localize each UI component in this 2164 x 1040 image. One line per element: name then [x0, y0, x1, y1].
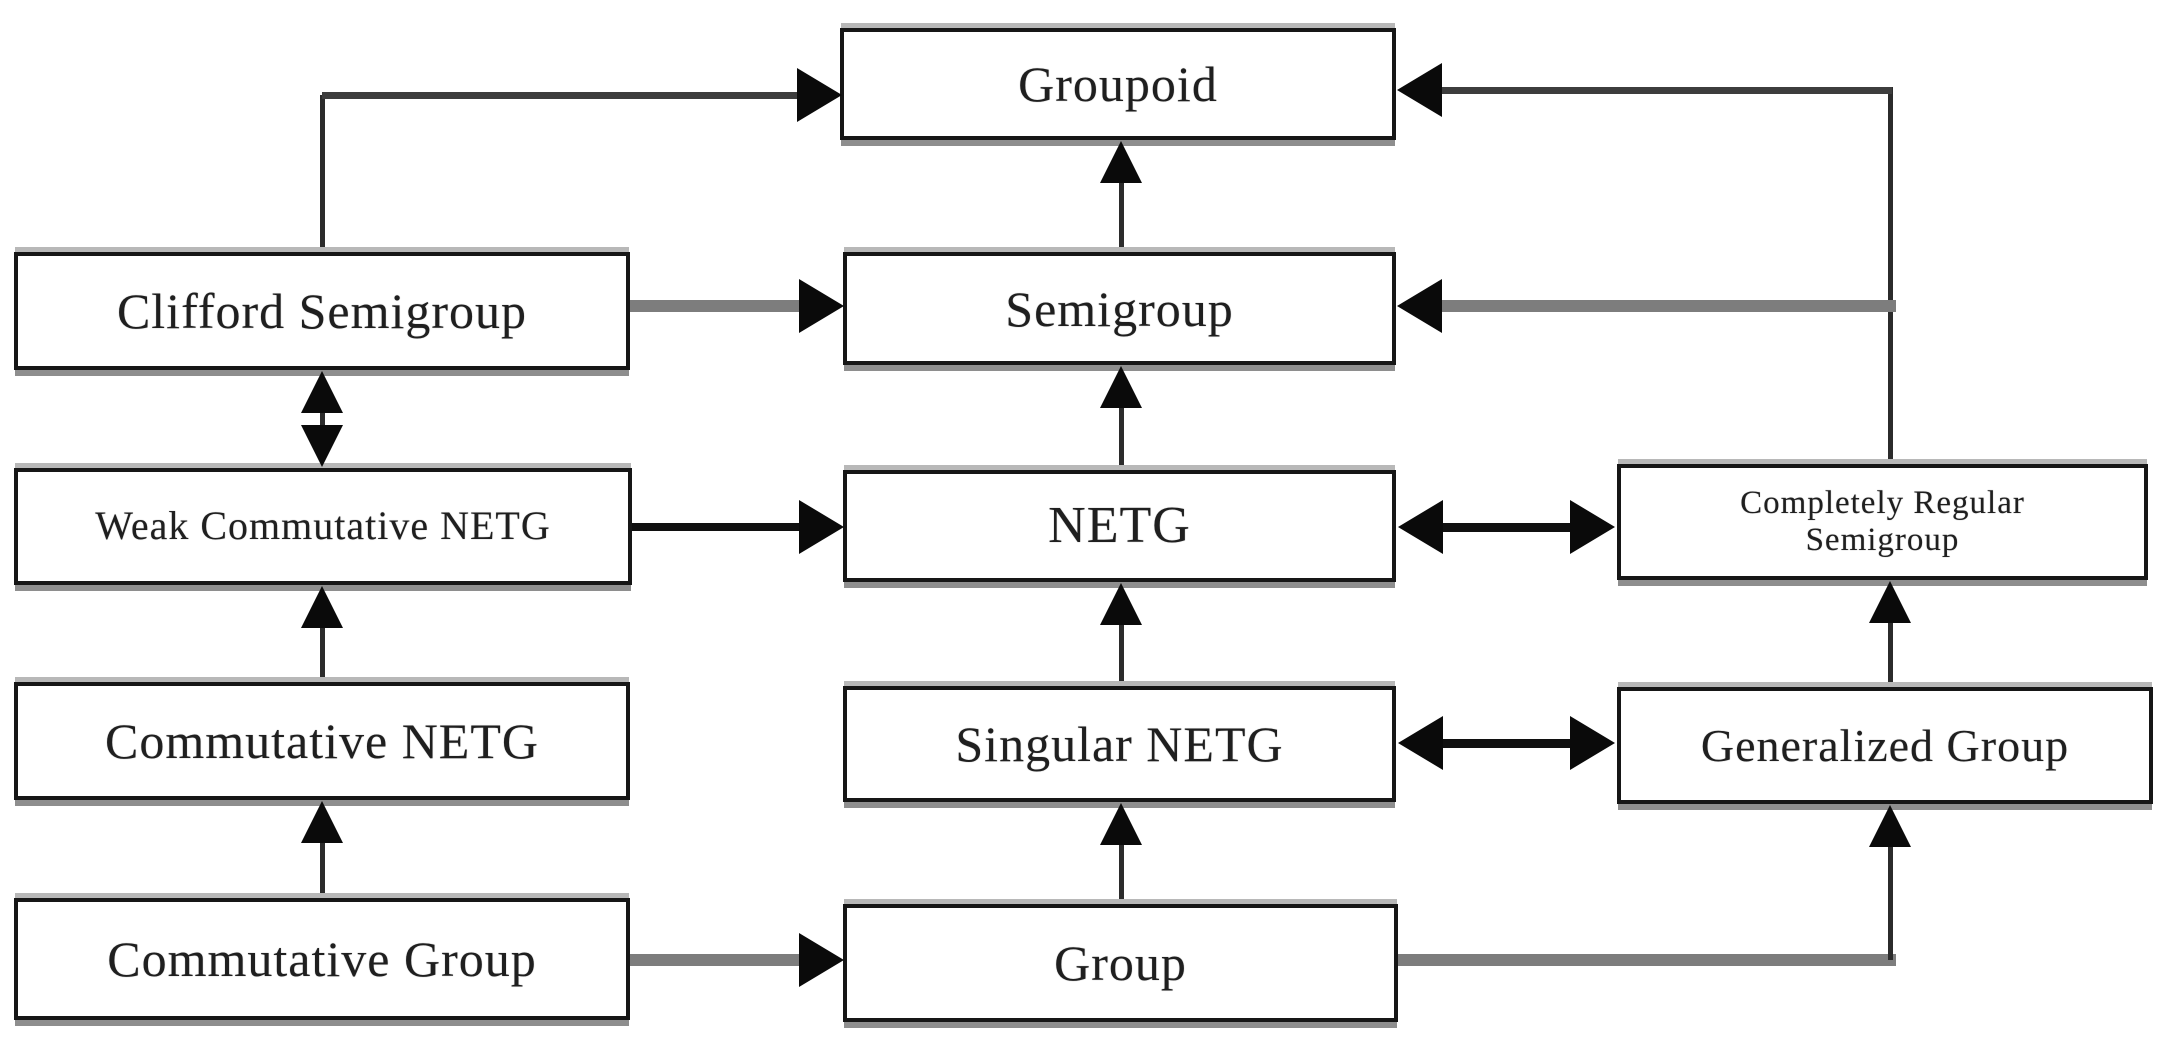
- node-groupoid: Groupoid: [840, 28, 1396, 140]
- arrowhead-left: [1397, 279, 1442, 333]
- node-singular-netg-label: Singular NETG: [955, 716, 1284, 772]
- edge-segment: [322, 91, 798, 99]
- arrowhead-down: [301, 425, 343, 467]
- node-commutative-netg-label: Commutative NETG: [105, 713, 539, 769]
- arrowhead-up: [1100, 803, 1142, 845]
- edge-segment: [319, 627, 325, 682]
- node-weak-commutative-netg: Weak Commutative NETG: [14, 468, 632, 585]
- arrowhead-right: [799, 933, 844, 987]
- node-groupoid-label: Groupoid: [1018, 56, 1218, 112]
- arrowhead-up: [1869, 581, 1911, 623]
- node-clifford-semigroup: Clifford Semigroup: [14, 252, 630, 370]
- arrowhead-up: [1869, 805, 1911, 847]
- arrowhead-left: [1398, 500, 1443, 554]
- node-singular-netg: Singular NETG: [843, 686, 1396, 802]
- arrowhead-up: [1100, 141, 1142, 183]
- edge-segment: [1441, 738, 1573, 748]
- node-completely-regular-semigroup-label: Completely Regular: [1740, 485, 2025, 522]
- edge-segment: [1118, 182, 1124, 252]
- node-commutative-group-label: Commutative Group: [107, 931, 537, 987]
- edge-segment: [1440, 86, 1892, 94]
- node-commutative-group: Commutative Group: [14, 898, 630, 1020]
- arrowhead-right: [799, 279, 844, 333]
- node-group: Group: [843, 904, 1398, 1022]
- arrowhead-left: [1398, 716, 1443, 770]
- edge-segment: [1118, 624, 1124, 686]
- edge-segment: [630, 954, 800, 966]
- edge-segment: [1441, 300, 1896, 312]
- arrowhead-up: [1100, 583, 1142, 625]
- edge-segment: [319, 410, 325, 428]
- node-netg: NETG: [843, 470, 1396, 582]
- edge-segment: [1118, 845, 1124, 904]
- arrowhead-up: [301, 371, 343, 413]
- edge-segment: [630, 300, 800, 312]
- arrowhead-right: [1570, 716, 1615, 770]
- arrowhead-up: [1100, 366, 1142, 408]
- edge-segment: [1398, 954, 1896, 966]
- arrowhead-left: [1397, 63, 1442, 117]
- arrowhead-up: [301, 801, 343, 843]
- node-clifford-semigroup-label: Clifford Semigroup: [116, 283, 528, 339]
- edge-segment: [1887, 623, 1893, 687]
- node-commutative-netg: Commutative NETG: [14, 682, 630, 800]
- edge-segment: [319, 842, 325, 898]
- arrowhead-up: [301, 586, 343, 628]
- arrowhead-right: [797, 68, 842, 122]
- node-group-label: Group: [1054, 935, 1187, 991]
- edge-segment: [1887, 87, 1893, 464]
- node-weak-commutative-netg-label: Weak Commutative NETG: [95, 503, 551, 549]
- arrowhead-right: [1570, 500, 1615, 554]
- node-generalized-group: Generalized Group: [1617, 687, 2153, 804]
- node-semigroup-label: Semigroup: [1005, 280, 1234, 337]
- node-netg-label: NETG: [1048, 496, 1191, 554]
- edge-segment: [319, 95, 325, 252]
- edge-segment: [1887, 847, 1893, 960]
- edge-segment: [1441, 522, 1573, 532]
- edge-segment: [1118, 407, 1124, 470]
- node-semigroup: Semigroup: [843, 252, 1396, 365]
- edge-segment: [632, 523, 800, 531]
- arrowhead-right: [799, 500, 844, 554]
- node-completely-regular-semigroup-label-line2: Semigroup: [1805, 522, 1960, 558]
- node-generalized-group-label: Generalized Group: [1700, 719, 2070, 771]
